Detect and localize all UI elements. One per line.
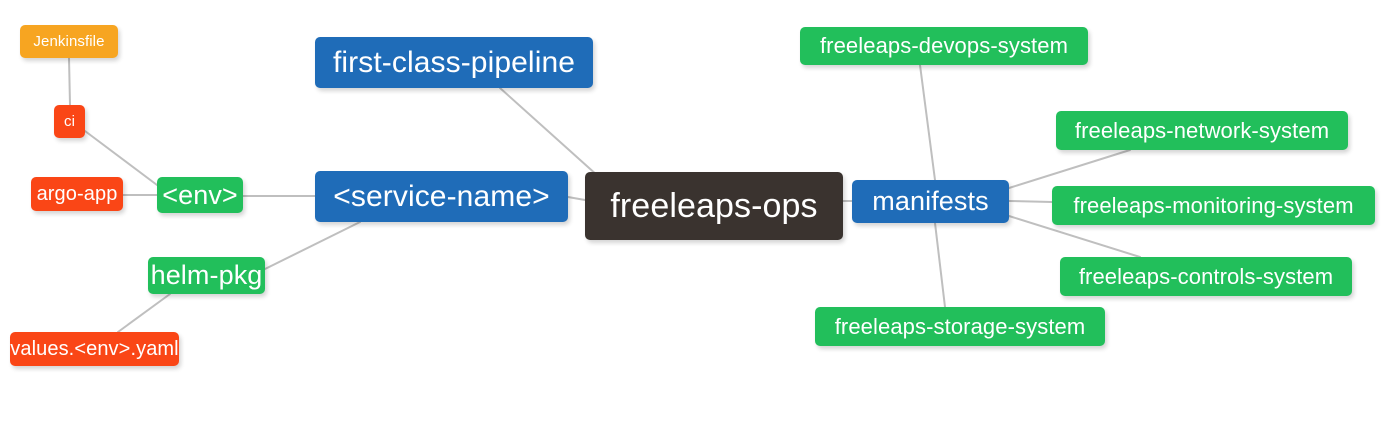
node-service-name[interactable]: <service-name> [315,171,568,222]
edge-service-name-to-freeleaps-ops [567,196,586,201]
edge-manifests-to-freeleaps-storage-system [934,222,946,308]
edge-manifests-to-freeleaps-network-system [1008,149,1131,189]
node-freeleaps-network-system[interactable]: freeleaps-network-system [1056,111,1348,150]
node-freeleaps-devops-system[interactable]: freeleaps-devops-system [800,27,1088,65]
node-values-env-yaml[interactable]: values.<env>.yaml [10,332,179,366]
edge-helm-pkg-to-service-name [264,221,361,270]
node-label-env: <env> [162,179,238,210]
node-argo-app[interactable]: argo-app [31,177,123,211]
node-label-manifests: manifests [872,186,989,216]
edge-jenkinsfile-to-ci [68,57,71,106]
node-label-freeleaps-controls-system: freeleaps-controls-system [1078,263,1334,289]
node-label-jenkinsfile: Jenkinsfile [33,33,105,50]
node-label-first-class-pipeline: first-class-pipeline [332,45,576,79]
node-freeleaps-storage-system[interactable]: freeleaps-storage-system [815,307,1105,346]
node-label-freeleaps-network-system: freeleaps-network-system [1074,117,1330,143]
node-label-helm-pkg: helm-pkg [150,260,263,290]
node-label-freeleaps-monitoring-system: freeleaps-monitoring-system [1073,192,1354,218]
node-label-ci: ci [63,113,76,130]
node-freeleaps-monitoring-system[interactable]: freeleaps-monitoring-system [1052,186,1375,225]
node-label-argo-app: argo-app [36,183,118,205]
node-label-freeleaps-ops: freeleaps-ops [610,187,818,225]
node-helm-pkg[interactable]: helm-pkg [148,257,265,294]
edge-manifests-to-freeleaps-devops-system [919,64,936,181]
node-label-values-env-yaml: values.<env>.yaml [10,338,179,360]
node-first-class-pipeline[interactable]: first-class-pipeline [315,37,593,88]
node-label-freeleaps-devops-system: freeleaps-devops-system [819,33,1069,58]
node-jenkinsfile[interactable]: Jenkinsfile [20,25,118,58]
edge-service-name-to-first-class-pipeline [499,87,599,177]
edge-values-env-yaml-to-helm-pkg [117,293,171,333]
edge-manifests-to-freeleaps-monitoring-system [1008,200,1053,203]
node-manifests[interactable]: manifests [852,180,1009,223]
node-env[interactable]: <env> [157,177,243,213]
node-label-freeleaps-storage-system: freeleaps-storage-system [834,313,1086,339]
node-freeleaps-controls-system[interactable]: freeleaps-controls-system [1060,257,1352,296]
node-freeleaps-ops[interactable]: freeleaps-ops [585,172,843,240]
node-ci[interactable]: ci [54,105,85,138]
node-label-service-name: <service-name> [333,179,550,213]
